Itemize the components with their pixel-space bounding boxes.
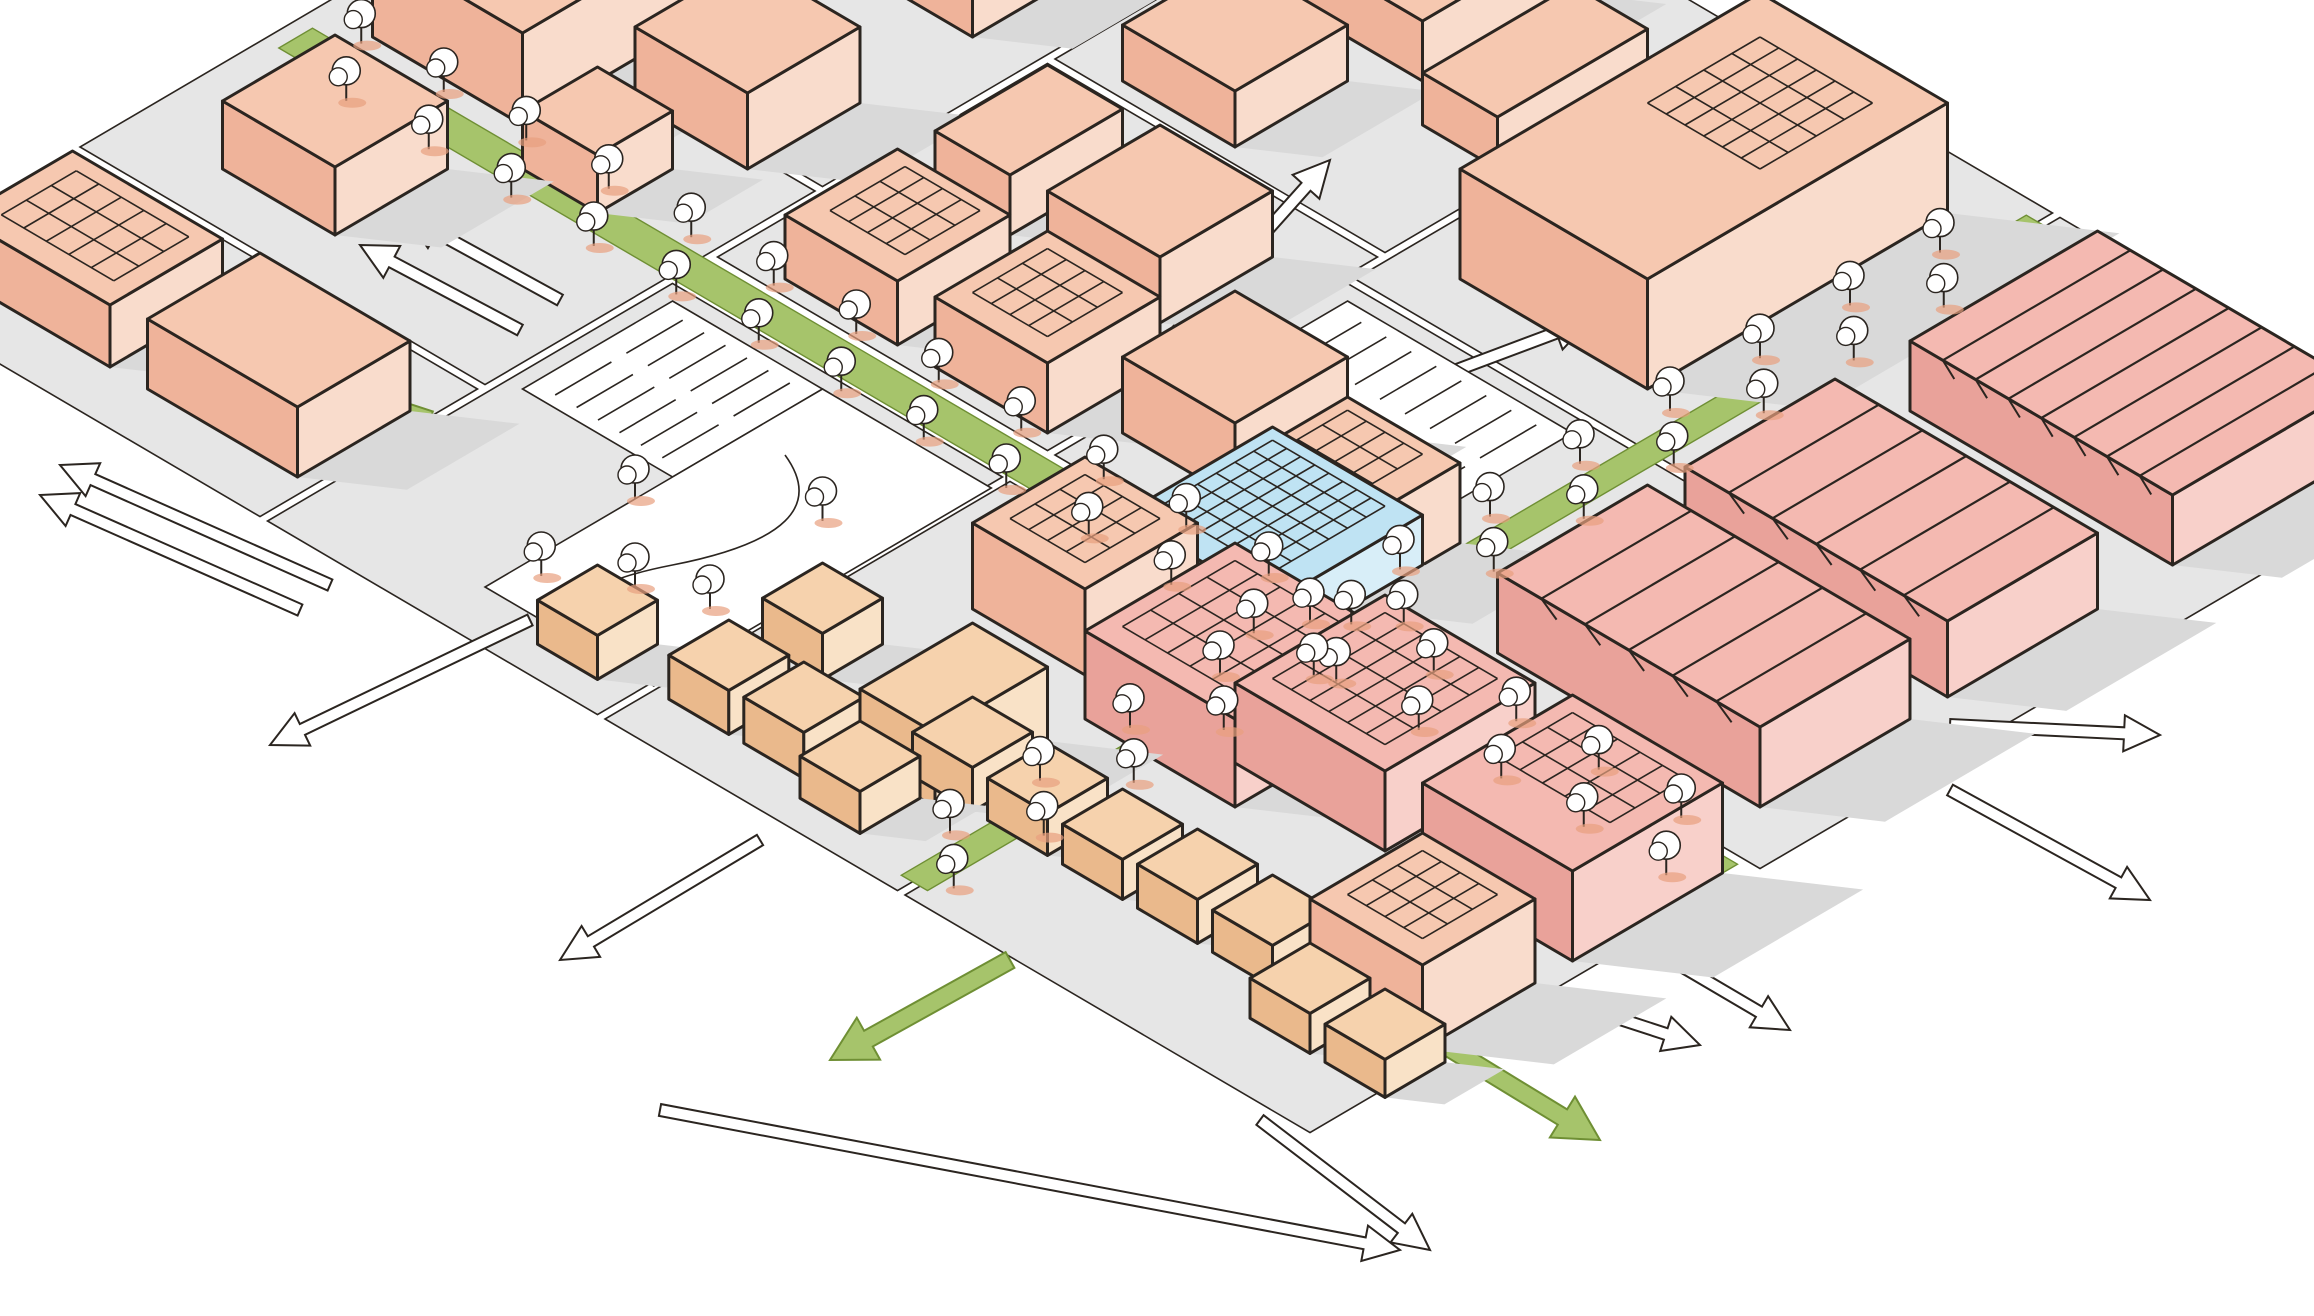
tree-icon <box>1022 735 1060 788</box>
tree-icon <box>1236 588 1274 641</box>
tree-icon <box>906 394 944 447</box>
tree-icon <box>617 454 655 506</box>
tree-icon <box>328 56 367 108</box>
street-arrow-icon <box>358 243 525 337</box>
tree-icon <box>1581 724 1619 777</box>
tree-icon <box>1318 636 1357 689</box>
greenway-arrow-icon <box>828 950 1016 1062</box>
tree-icon <box>673 192 712 245</box>
tree-icon <box>426 47 464 99</box>
tree-icon <box>1112 682 1150 735</box>
tree-icon <box>343 0 382 51</box>
tree-icon <box>523 531 562 583</box>
building <box>1496 483 2035 822</box>
building <box>1121 0 1435 158</box>
tree-icon <box>1386 579 1424 632</box>
tree-icon <box>1476 526 1514 579</box>
tree-icon <box>1663 773 1702 825</box>
tree-icon <box>921 337 959 390</box>
tree-icon <box>1003 385 1042 438</box>
tree-icon <box>1086 434 1124 487</box>
tree-icon <box>1832 260 1870 313</box>
tree-icon <box>1071 491 1109 544</box>
tree-icon <box>658 249 697 302</box>
street-arrow-icon <box>1255 1113 1432 1252</box>
tree-icon <box>576 201 614 253</box>
building <box>146 251 520 490</box>
tree-icon <box>838 289 877 341</box>
tree-icon <box>936 843 974 896</box>
tree-icon <box>1498 676 1537 729</box>
tree-icon <box>411 104 449 157</box>
tree-icon <box>741 297 779 350</box>
tree-icon <box>1746 368 1784 421</box>
tree-icon <box>1472 471 1510 524</box>
tree-icon <box>1416 627 1454 680</box>
tree-icon <box>756 240 794 293</box>
tree-icon <box>823 346 862 399</box>
tree-icon <box>1333 579 1372 632</box>
tree-icon <box>1742 313 1780 366</box>
tree-icon <box>1836 315 1874 368</box>
building <box>906 0 1156 49</box>
tree-icon <box>932 788 970 841</box>
tree-icon <box>1483 733 1522 786</box>
tree-icon <box>1202 630 1240 682</box>
tree-icon <box>1296 632 1334 685</box>
building <box>1308 831 1667 1065</box>
tree-icon <box>1382 524 1420 577</box>
tree-icon <box>1206 685 1244 737</box>
street-arrow-icon <box>1945 783 2152 902</box>
building <box>798 719 986 842</box>
tree-icon <box>1566 781 1604 834</box>
building <box>536 563 727 688</box>
tree-icon <box>1116 737 1154 790</box>
tree-icon <box>1153 539 1192 592</box>
tree-icon <box>1401 685 1439 737</box>
tree-icon <box>1922 207 1960 260</box>
building <box>1908 229 2314 578</box>
tree-icon <box>591 144 629 196</box>
tree-icon <box>1292 577 1330 630</box>
street-arrow-icon <box>1948 713 2163 753</box>
tree-icon <box>508 95 547 148</box>
tree-icon <box>617 542 655 594</box>
tree-icon <box>692 564 730 616</box>
tree-icon <box>1251 531 1289 583</box>
street-arrow-icon <box>57 462 334 592</box>
street-arrow-icon <box>267 613 534 747</box>
tree-icon <box>1026 790 1064 843</box>
street-arrow-icon <box>37 492 304 617</box>
street-arrow-icon <box>558 833 765 962</box>
tree-icon <box>988 443 1027 495</box>
tree-icon <box>493 152 532 205</box>
tree-icon <box>1926 262 1964 315</box>
tree-icon <box>1652 366 1690 418</box>
tree-icon <box>1168 482 1207 535</box>
building <box>633 0 979 183</box>
street-trees <box>328 0 1964 896</box>
tree-icon <box>1562 418 1600 471</box>
street-arrow-icon <box>657 1102 1403 1263</box>
building <box>1323 987 1505 1105</box>
tree-icon <box>804 476 843 528</box>
tree-icon <box>1566 473 1604 526</box>
tree-icon <box>1656 421 1694 473</box>
tree-icon <box>1648 830 1687 883</box>
